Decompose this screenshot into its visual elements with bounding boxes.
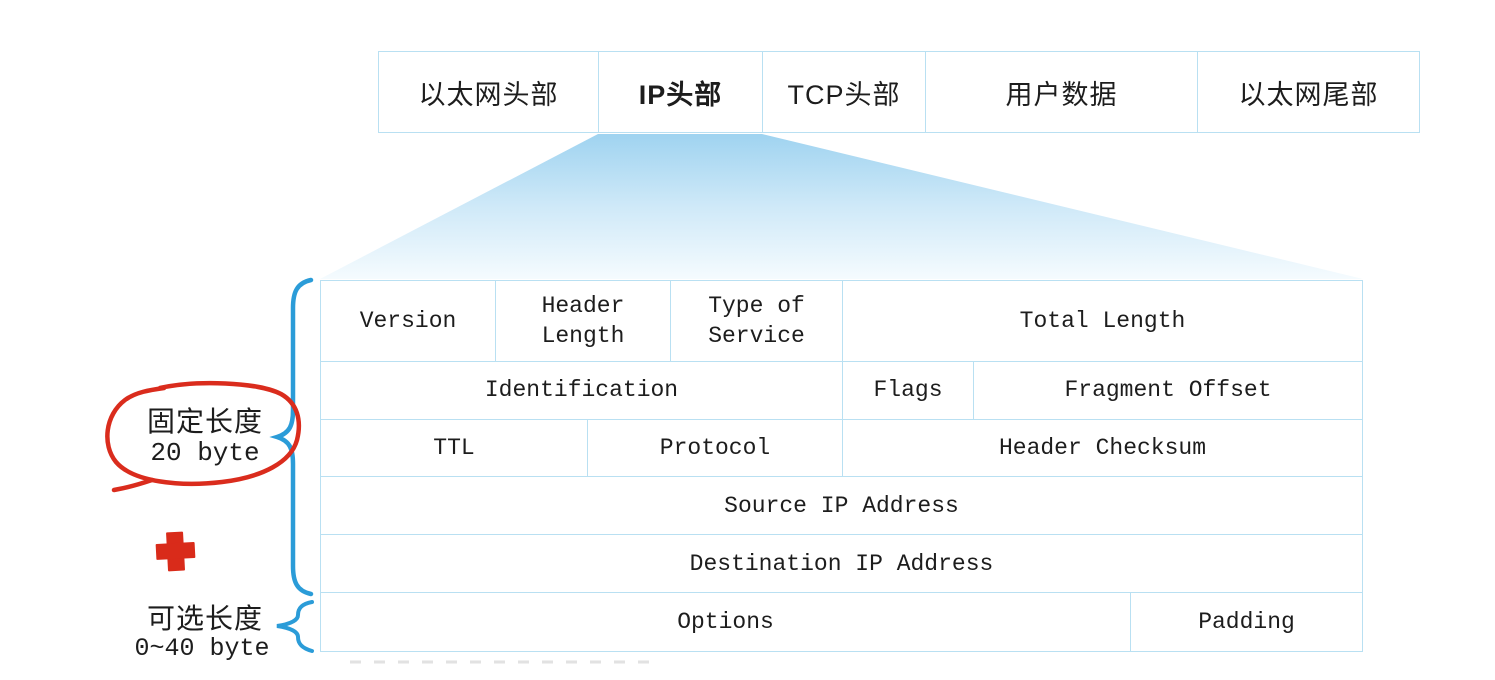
ip-row-2: Identification Flags Fragment Offset bbox=[321, 361, 1362, 420]
frame-cell-tcp-header: TCP头部 bbox=[763, 52, 926, 132]
ip-row-5: Destination IP Address bbox=[321, 535, 1362, 594]
ip-cell-total-length: Total Length bbox=[1019, 307, 1186, 334]
ip-row-1: Version Header Length Type of Service To… bbox=[321, 281, 1362, 362]
frame-cell-ethernet-header: 以太网头部 bbox=[379, 52, 599, 132]
ip-cell-flags: Flags bbox=[843, 361, 974, 419]
ip-cell-protocol: Protocol bbox=[588, 419, 843, 477]
ip-cell-destination-ip: Destination IP Address bbox=[689, 550, 994, 577]
red-plus-icon bbox=[155, 531, 196, 572]
frame-cell-ip-header: IP头部 bbox=[599, 52, 763, 132]
ip-cell-padding: Padding bbox=[1198, 608, 1295, 635]
ip-row-6: Options Padding bbox=[321, 593, 1362, 651]
ip-cell-header-checksum: Header Checksum bbox=[998, 434, 1207, 461]
ip-cell-header-length: Header Length bbox=[496, 281, 671, 361]
ip-header-table: Version Header Length Type of Service To… bbox=[320, 280, 1363, 652]
ip-cell-identification: Identification bbox=[321, 361, 843, 419]
ip-cell-options: Options bbox=[321, 593, 1131, 651]
fixed-length-label: 固定长度 bbox=[146, 406, 263, 437]
ip-cell-ttl: TTL bbox=[321, 419, 588, 477]
fixed-length-value: 20 byte bbox=[150, 438, 260, 468]
ip-row-3: TTL Protocol Header Checksum bbox=[321, 419, 1362, 478]
ip-cell-source-ip: Source IP Address bbox=[724, 492, 959, 519]
frame-cell-ethernet-trailer: 以太网尾部 bbox=[1238, 79, 1379, 110]
optional-length-label: 可选长度 bbox=[146, 603, 263, 634]
ip-cell-version: Version bbox=[321, 281, 496, 361]
funnel-shape bbox=[320, 134, 1363, 279]
frame-cell-user-data: 用户数据 bbox=[926, 52, 1198, 132]
ip-row-4: Source IP Address bbox=[321, 477, 1362, 536]
ip-cell-fragment-offset: Fragment Offset bbox=[1064, 377, 1272, 404]
ethernet-frame-table: 以太网头部 IP头部 TCP头部 用户数据 以太网尾部 bbox=[378, 51, 1420, 133]
ip-cell-type-of-service: Type of Service bbox=[671, 281, 843, 361]
frame-row: 以太网头部 IP头部 TCP头部 用户数据 以太网尾部 bbox=[379, 52, 1419, 132]
optional-length-value: 0~40 byte bbox=[134, 634, 270, 663]
